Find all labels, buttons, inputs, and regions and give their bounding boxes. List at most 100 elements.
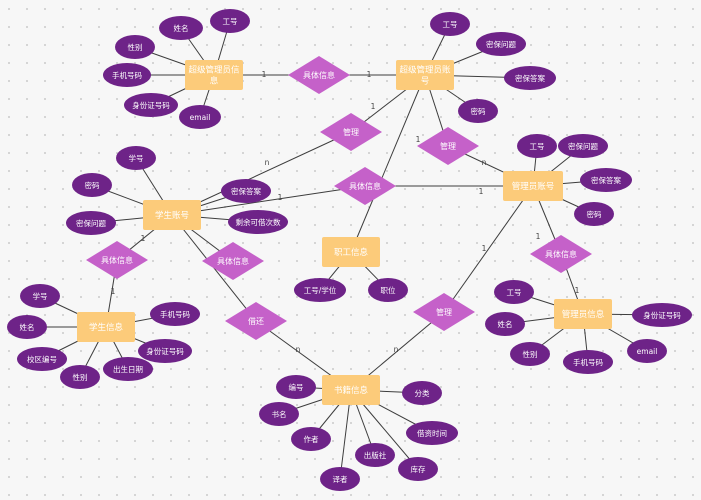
attribute-a31[interactable]: 身份证号码 xyxy=(632,303,692,327)
attribute-a18[interactable]: 工号 xyxy=(517,134,557,158)
relationship-r-manage-1[interactable]: 管理 xyxy=(320,113,382,151)
entity-admin-account[interactable]: 管理员账号 xyxy=(503,171,563,201)
attribute-a9[interactable]: 密保答案 xyxy=(504,66,556,90)
attribute-a30[interactable]: 姓名 xyxy=(485,312,525,336)
attribute-a17[interactable]: 职位 xyxy=(368,278,408,302)
attribute-a29[interactable]: 工号 xyxy=(494,280,534,304)
attribute-a19[interactable]: 密保问题 xyxy=(558,134,608,158)
attribute-label: 密码 xyxy=(471,106,486,116)
attribute-a6[interactable]: email xyxy=(179,105,221,129)
cardinality-label: 1 xyxy=(262,70,267,79)
entity-staff-info[interactable]: 职工信息 xyxy=(322,237,380,267)
attribute-a35[interactable]: 编号 xyxy=(276,375,316,399)
relationship-label: 管理 xyxy=(436,307,452,317)
attribute-a39[interactable]: 作者 xyxy=(291,427,331,451)
entity-label: 管理员信息 xyxy=(562,309,605,320)
cardinality-label: 1 xyxy=(416,135,421,144)
attribute-a26[interactable]: 校区编号 xyxy=(17,347,67,371)
attribute-a14[interactable]: 密保答案 xyxy=(221,179,271,203)
relationship-r-manage-3[interactable]: 管理 xyxy=(413,293,475,331)
attribute-a40[interactable]: 出版社 xyxy=(355,443,395,467)
relationship-r-detail-stu-right[interactable]: 具体信息 xyxy=(202,242,264,280)
attribute-label: 工号 xyxy=(530,142,545,151)
attribute-a25[interactable]: 身份证号码 xyxy=(138,339,192,363)
relationship-r-detail-stu-left[interactable]: 具体信息 xyxy=(86,241,148,279)
attribute-a15[interactable]: 剩余可借次数 xyxy=(228,210,288,234)
cardinality-label: 1 xyxy=(575,286,580,295)
entity-label: 息 xyxy=(210,76,219,87)
cardinality-label: 1 xyxy=(141,234,146,243)
attribute-a41[interactable]: 库存 xyxy=(398,457,438,481)
attribute-a1[interactable]: 姓名 xyxy=(159,16,203,40)
attribute-a11[interactable]: 学号 xyxy=(116,146,156,170)
attribute-a16[interactable]: 工号/学位 xyxy=(294,278,346,302)
attribute-a8[interactable]: 密保问题 xyxy=(476,32,526,56)
entity-book-info[interactable]: 书籍信息 xyxy=(322,375,380,405)
attribute-a4[interactable]: 手机号码 xyxy=(103,63,151,87)
attribute-a38[interactable]: 借资时间 xyxy=(406,421,458,445)
attribute-a37[interactable]: 书名 xyxy=(259,402,299,426)
entity-label: 书籍信息 xyxy=(334,385,369,396)
cardinality-label: n xyxy=(394,345,399,354)
attribute-label: 密码 xyxy=(85,180,100,190)
attribute-a13[interactable]: 密保问题 xyxy=(66,211,116,235)
relationship-r-detail-super[interactable]: 具体信息 xyxy=(288,56,350,94)
attribute-a7[interactable]: 工号 xyxy=(430,12,470,36)
attribute-a23[interactable]: 姓名 xyxy=(7,315,47,339)
attribute-label: 手机号码 xyxy=(160,309,190,319)
cardinality-label: 1 xyxy=(278,193,283,202)
attribute-label: 身份证号码 xyxy=(132,100,170,110)
attribute-a5[interactable]: 身份证号码 xyxy=(124,93,178,117)
diagram-nodes: 具体信息管理管理具体信息具体信息具体信息具体信息借还管理超级管理员信息超级管理员… xyxy=(7,9,692,491)
attribute-label: 手机号码 xyxy=(112,70,142,80)
attribute-a27[interactable]: 性别 xyxy=(60,365,100,389)
attribute-a20[interactable]: 密保答案 xyxy=(580,168,632,192)
attribute-a2[interactable]: 工号 xyxy=(210,9,250,33)
attribute-label: 密保答案 xyxy=(515,73,545,83)
attribute-label: 身份证号码 xyxy=(146,346,184,356)
entity-student-info[interactable]: 学生信息 xyxy=(77,312,135,342)
attribute-a24[interactable]: 手机号码 xyxy=(150,302,200,326)
attribute-label: 密保答案 xyxy=(591,175,621,185)
relationship-label: 具体信息 xyxy=(101,255,133,265)
attribute-label: 库存 xyxy=(411,464,426,474)
relationship-r-borrow[interactable]: 借还 xyxy=(225,302,287,340)
attribute-a32[interactable]: 性别 xyxy=(510,342,550,366)
cardinality-label: 1 xyxy=(371,102,376,111)
attribute-a22[interactable]: 学号 xyxy=(20,284,60,308)
relationship-label: 具体信息 xyxy=(217,256,249,266)
attribute-label: 手机号码 xyxy=(573,357,603,367)
attribute-a33[interactable]: 手机号码 xyxy=(563,350,613,374)
attribute-label: 学号 xyxy=(129,153,144,163)
entity-admin-info[interactable]: 管理员信息 xyxy=(554,299,612,329)
relationship-label: 管理 xyxy=(343,127,359,137)
relationship-r-detail-admin[interactable]: 具体信息 xyxy=(530,235,592,273)
relationship-r-detail-center[interactable]: 具体信息 xyxy=(334,167,396,205)
attribute-a34[interactable]: email xyxy=(627,339,667,363)
cardinality-label: 1 xyxy=(111,287,116,296)
attribute-a42[interactable]: 译者 xyxy=(320,467,360,491)
attribute-a28[interactable]: 出生日期 xyxy=(103,357,153,381)
relationship-r-manage-2[interactable]: 管理 xyxy=(417,127,479,165)
attribute-a10[interactable]: 密码 xyxy=(458,99,498,123)
entity-student-account[interactable]: 学生账号 xyxy=(143,200,201,230)
cardinality-label: 1 xyxy=(479,187,484,196)
attribute-a12[interactable]: 密码 xyxy=(72,173,112,197)
connector-line xyxy=(443,185,534,313)
attribute-a21[interactable]: 密码 xyxy=(574,202,614,226)
attribute-label: 姓名 xyxy=(174,23,189,33)
cardinality-label: 1 xyxy=(482,244,487,253)
attribute-label: 密保问题 xyxy=(486,39,516,49)
cardinality-label: 1 xyxy=(367,70,372,79)
cardinality-label: n xyxy=(482,158,487,167)
attribute-label: 译者 xyxy=(333,475,348,484)
attribute-label: 校区编号 xyxy=(27,354,57,364)
attribute-label: 性别 xyxy=(128,42,143,52)
attribute-label: 工号/学位 xyxy=(304,285,337,295)
attribute-label: 出生日期 xyxy=(113,364,143,374)
attribute-a36[interactable]: 分类 xyxy=(402,381,442,405)
attribute-label: 工号 xyxy=(443,20,458,29)
attribute-a3[interactable]: 性别 xyxy=(115,35,155,59)
